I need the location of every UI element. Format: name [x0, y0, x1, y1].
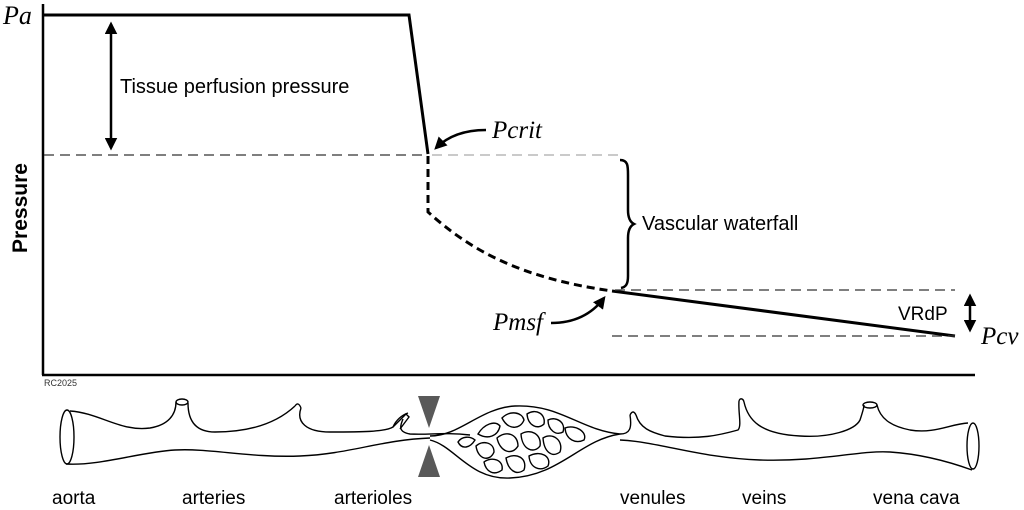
- capillary-bed-outline: [429, 405, 621, 479]
- pcrit-label: Pcrit: [491, 117, 543, 144]
- pmsf-pointer-arrow: [550, 296, 606, 325]
- artery-branch-stub: [294, 403, 302, 409]
- constriction-marker-top: [418, 396, 440, 428]
- segment-label-venules: venules: [620, 488, 686, 509]
- venous-top-edge: [619, 400, 969, 439]
- capillary-loops: [457, 410, 586, 474]
- pmsf-label: Pmsf: [492, 309, 546, 336]
- segment-label-arterioles: arterioles: [334, 488, 412, 509]
- tissue-perfusion-label: Tissue perfusion pressure: [120, 76, 349, 98]
- waterfall-label: Vascular waterfall: [642, 213, 798, 235]
- pa-label: Pa: [2, 1, 32, 30]
- arteriole-branch-stub: [392, 413, 410, 430]
- waterfall-brace: [619, 158, 637, 290]
- pcv-label: Pcv: [980, 323, 1019, 350]
- segment-label-arteries: arteries: [182, 488, 245, 509]
- arterial-pressure-line: [43, 13, 430, 155]
- aorta-opening: [59, 409, 75, 465]
- venous-pressure-line: [611, 289, 956, 338]
- arterial-top-edge: [69, 401, 471, 436]
- constriction-marker-bottom: [418, 445, 440, 477]
- pcrit-pointer-arrow: [434, 128, 487, 150]
- vein-branch-opening: [862, 401, 878, 409]
- venule-branch-stub: [629, 411, 637, 416]
- vein-branch-stub: [738, 398, 745, 403]
- venous-bottom-edge: [619, 439, 973, 471]
- vessel-illustration: [59, 398, 980, 479]
- vrdp-label: VRdP: [898, 304, 948, 325]
- segment-label-aorta: aorta: [52, 488, 96, 509]
- segment-label-veins: veins: [742, 488, 786, 509]
- credit-label: RC2025: [44, 378, 77, 388]
- waterfall-pressure-curve: [426, 156, 613, 293]
- segment-label-vena-cava: vena cava: [873, 488, 960, 509]
- y-axis-label: Pressure: [9, 163, 32, 253]
- arterial-bottom-edge: [65, 437, 431, 465]
- artery-branch-opening: [175, 398, 189, 406]
- vena-cava-opening: [966, 422, 980, 470]
